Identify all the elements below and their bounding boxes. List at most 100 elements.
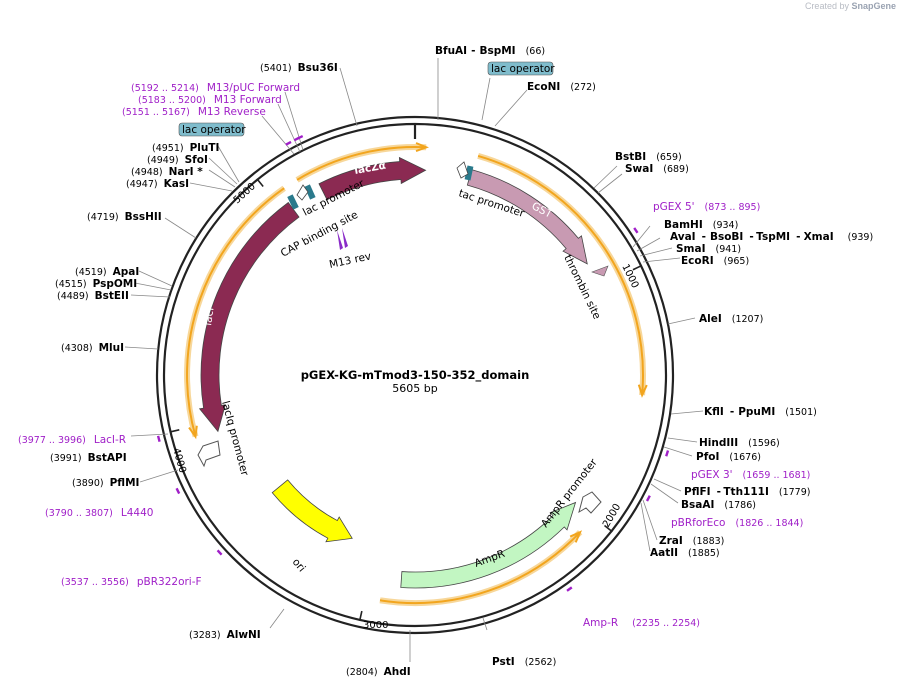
site-ecori[interactable]: EcoRI(965) [681,255,749,267]
primer-mark-1 [665,450,670,457]
thrombin-site-arrow [591,265,609,277]
svg-text:(4951)PluTI: (4951)PluTI [152,142,219,154]
primer-pbrforeco[interactable]: pBRforEco(1826 .. 1844) [671,517,803,529]
svg-text:pBRforEco(1826 .. 1844): pBRforEco(1826 .. 1844) [671,517,803,529]
site-bsu36i[interactable]: (5401)Bsu36I [260,62,338,74]
site-kfli[interactable]: KflI-PpuMI(1501) [704,406,817,418]
orf-arcs [184,142,648,606]
svg-text:ZraI(1883): ZraI(1883) [659,535,724,547]
svg-text:(4948)NarI *: (4948)NarI * [131,166,203,178]
lac-operator-label-1: lac operator [487,61,555,76]
orf-gst-insert-head [637,384,648,398]
leader-lines [124,58,704,662]
site-bsteii[interactable]: (4489)BstEII [57,290,129,302]
svg-text:SmaI(941): SmaI(941) [676,243,741,255]
svg-text:(5183 .. 5200)M13 Forward: (5183 .. 5200)M13 Forward [138,94,282,106]
feature-lacz-alpha[interactable] [318,156,427,201]
orf-lacz [296,146,427,181]
site-nari[interactable]: (4948)NarI * [131,166,203,178]
lac-operator-label-2: lac operator [178,122,246,137]
primer-m13-forward[interactable]: (5183 .. 5200)M13 Forward [138,94,282,106]
site-sfoi[interactable]: (4949)SfoI [147,154,208,166]
lacZ-alpha-label: lacZα [353,160,386,177]
site-ahdi[interactable]: (2804)AhdI [346,666,411,678]
site-zrai[interactable]: ZraI(1883) [659,535,724,547]
svg-text:(3790 .. 3807)L4440: (3790 .. 3807)L4440 [45,507,153,519]
site-hindiii[interactable]: HindIII(1596) [699,437,780,449]
tick-label-3000: 3000 [363,620,388,631]
primer-m13-reverse[interactable]: (5151 .. 5167)M13 Reverse [122,106,266,118]
site-pfoi[interactable]: PfoI(1676) [696,451,761,463]
tick-4000 [169,429,180,433]
lac-promoter-arrow [296,184,309,201]
primer-mark-0 [633,227,639,234]
primer-pgex5[interactable]: pGEX 5'(873 .. 895) [653,201,760,213]
svg-text:pGEX 5'(873 .. 895): pGEX 5'(873 .. 895) [653,201,760,213]
svg-text:BstBI(659): BstBI(659) [615,151,682,163]
m13-rev-marks [337,228,348,250]
feature-ori[interactable] [271,479,353,543]
feature-laci[interactable] [198,201,300,433]
tick-2000 [604,524,613,533]
site-psti[interactable]: PstI(2562) [492,656,556,668]
svg-text:(4489)BstEII: (4489)BstEII [57,290,129,302]
svg-text:(4308)MluI: (4308)MluI [61,342,124,354]
site-pflfi[interactable]: PflFI-Tth111I(1779) [684,486,810,498]
orf-ampr [379,531,581,604]
plasmid-title-block: pGEX-KG-mTmod3-150-352_domain 5605 bp [301,368,530,395]
feature-ampr[interactable] [400,501,577,589]
site-avai[interactable]: AvaI-BsoBI-TspMI-XmaI(939) [670,231,873,243]
site-bsshii[interactable]: (4719)BssHII [87,211,162,223]
site-bstapi[interactable]: (3991)BstAPI [50,452,127,464]
primer-laci-r[interactable]: (3977 .. 3996)LacI-R [18,434,126,446]
tick-5000 [256,178,264,188]
site-smai[interactable]: SmaI(941) [676,243,741,255]
svg-text:(3537 .. 3556)pBR322ori-F: (3537 .. 3556)pBR322ori-F [61,576,202,588]
primer-mark-5 [175,487,181,495]
primer-mark-6 [156,435,161,443]
site-psp0mi[interactable]: (4515)PspOMI [55,278,137,290]
primer-pgex3[interactable]: pGEX 3'(1659 .. 1681) [691,469,810,481]
site-swai[interactable]: SwaI(689) [625,163,689,175]
svg-text:(5401)Bsu36I: (5401)Bsu36I [260,62,338,74]
site-bfuai[interactable]: BfuAI-BspMI(66) [435,45,545,57]
primer-mark-7 [285,140,292,146]
svg-text:Amp-R(2235 .. 2254): Amp-R(2235 .. 2254) [583,617,700,629]
site-bstbi[interactable]: BstBI(659) [615,151,682,163]
site-aatii[interactable]: AatII(1885) [650,547,720,559]
cap-binding-site-box [287,194,299,210]
svg-text:pGEX 3'(1659 .. 1681): pGEX 3'(1659 .. 1681) [691,469,810,481]
small-features [197,161,609,514]
svg-text:PflFI-Tth111I(1779): PflFI-Tth111I(1779) [684,486,810,498]
svg-text:(3283)AlwNI: (3283)AlwNI [189,629,261,641]
primer-pbr322ori-f[interactable]: (3537 .. 3556)pBR322ori-F [61,576,202,588]
primer-marks [156,135,670,592]
lac-operator-box-2 [304,184,316,200]
snapgene-logo: SnapGene [851,1,896,11]
tick-label-2000: 2000 [601,502,623,530]
site-alwni[interactable]: (3283)AlwNI [189,629,261,641]
lac-operator-text-2: lac operator [182,124,246,136]
site-kasi[interactable]: (4947)KasI [126,178,189,190]
primer-m13-puc-forward[interactable]: (5192 .. 5214)M13/pUC Forward [131,82,300,94]
site-apai[interactable]: (4519)ApaI [75,266,139,278]
ampR-promoter-arrow [578,491,602,514]
orf-laci [186,187,285,437]
site-mlui[interactable]: (4308)MluI [61,342,124,354]
feature-gst[interactable] [466,169,588,265]
svg-text:KflI-PpuMI(1501): KflI-PpuMI(1501) [704,406,817,418]
svg-text:SwaI(689): SwaI(689) [625,163,689,175]
site-alei[interactable]: AleI(1207) [699,313,763,325]
site-pflmi[interactable]: (3890)PflMI [72,477,139,489]
site-bsaai[interactable]: BsaAI(1786) [681,499,756,511]
lac-operator-text-1: lac operator [491,63,555,75]
orf-ampr-head [569,530,583,543]
site-econi[interactable]: EcoNI(272) [527,81,596,93]
snapgene-credit: Created by SnapGene [805,1,896,11]
site-bamhi[interactable]: BamHI(934) [664,219,738,231]
primer-l4440[interactable]: (3790 .. 3807)L4440 [45,507,153,519]
orf-gst-insert [477,154,644,396]
primer-amp-r[interactable]: Amp-R(2235 .. 2254) [583,617,700,629]
site-pluti[interactable]: (4951)PluTI [152,142,219,154]
primer-mark-3 [566,586,573,592]
